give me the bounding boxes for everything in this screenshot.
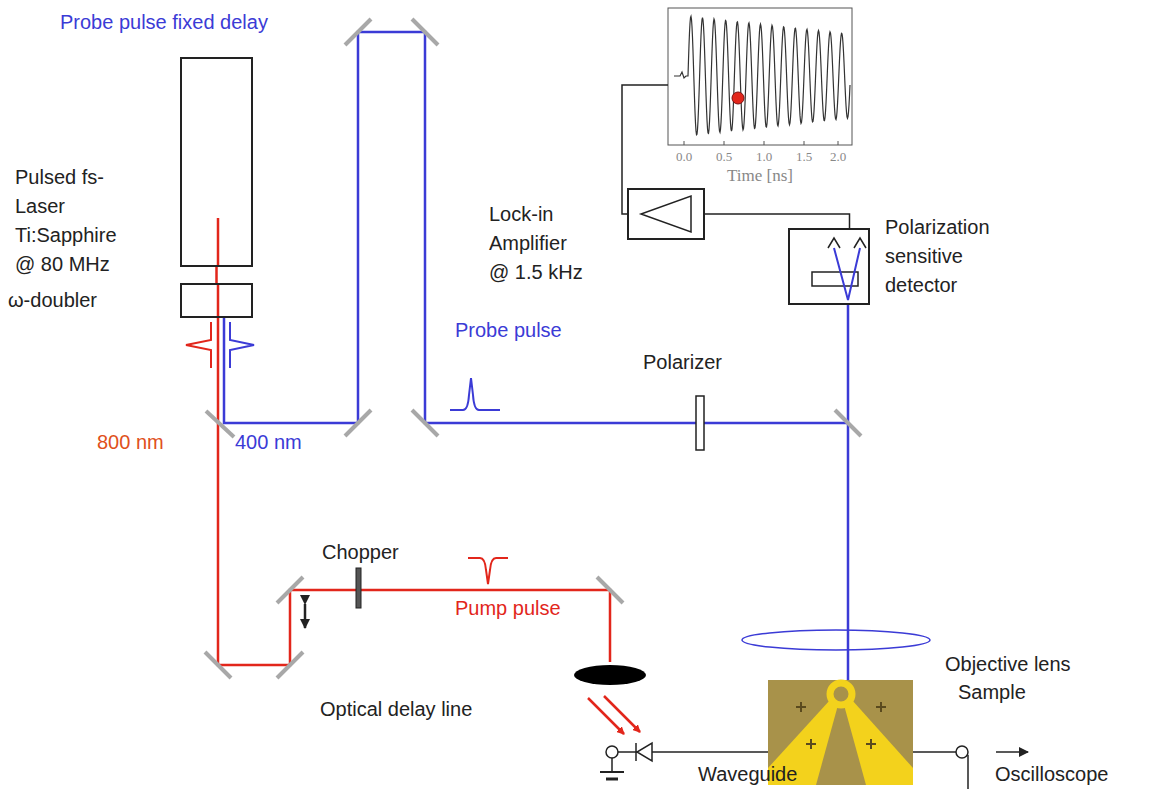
amplifier-triangle [641, 196, 691, 232]
detector-box: Polarization sensitive detector [788, 228, 870, 305]
sample-ring [830, 683, 852, 705]
plot-trace [674, 16, 850, 134]
plot-tick [684, 141, 685, 145]
node-label: Lock-in Amplifier @ 1.5 kHz [489, 200, 587, 287]
battery-wire [611, 758, 613, 772]
node-label: ω-doubler [8, 286, 97, 315]
component-label: Optical delay line [320, 697, 472, 721]
axis-tick-label: 1.5 [796, 149, 812, 165]
plot-marker [732, 92, 744, 104]
blue-beam [847, 305, 850, 682]
pulse-label: Probe pulse [455, 318, 562, 342]
axis-title: Time [ns] [727, 166, 793, 186]
alignment-mark [796, 702, 806, 712]
red-beam [218, 283, 610, 665]
light-arrow [604, 696, 640, 732]
mirror [277, 577, 303, 603]
axis-tick-label: 1.0 [756, 149, 772, 165]
terminal [606, 746, 618, 758]
alignment-mark [876, 702, 886, 712]
battery-symbol [600, 771, 624, 773]
node-label: Polarization sensitive detector [885, 213, 1015, 300]
alignment-mark [866, 739, 876, 749]
axis-tick-label: 0.0 [676, 149, 692, 165]
component-label: Waveguide [698, 762, 797, 786]
amplifier-symbol [629, 190, 703, 238]
terminal [956, 746, 968, 758]
component-label: Chopper [322, 540, 399, 564]
mirror [206, 411, 234, 437]
oscilloscope-wire [967, 755, 969, 789]
plot-frame [668, 8, 852, 145]
sample-pad [844, 700, 913, 785]
axis-tick-label: 2.0 [830, 149, 846, 165]
mirror [412, 19, 438, 45]
component-label: Polarizer [643, 350, 722, 374]
component-label: Objective lens [945, 652, 1071, 676]
beam-path-label: Probe pulse fixed delay [60, 10, 268, 34]
plot-tick [804, 141, 805, 145]
node-label: Pulsed fs-Laser Ti:Sapphire @ 80 MHz [15, 163, 135, 279]
blue-pulse-symbol [230, 322, 254, 368]
alignment-marks [796, 702, 886, 749]
mirror [345, 410, 371, 436]
pump-lens [574, 665, 646, 685]
mirror [835, 410, 861, 436]
probe-pulse-symbol [450, 378, 500, 410]
battery-symbol [606, 778, 618, 781]
photodetector-symbol [828, 238, 866, 248]
wavelength-label: 400 nm [235, 430, 302, 454]
plot-tick [838, 141, 839, 145]
mirror [597, 577, 623, 603]
polarizer [696, 396, 704, 450]
plot-tick [764, 141, 765, 145]
doubler-box: ω-doubler [180, 283, 253, 318]
plot-tick [724, 141, 725, 145]
detector-split [834, 248, 860, 300]
axis-tick-label: 0.5 [716, 149, 732, 165]
photodiode-symbol [637, 743, 652, 761]
red-pulse-symbol [186, 322, 211, 368]
photodiode-symbol [635, 743, 637, 761]
chopper [356, 568, 361, 608]
light-arrow [588, 698, 624, 734]
signal-wire [705, 214, 850, 228]
pump-pulse-symbol [468, 558, 508, 584]
wavelength-label: 800 nm [97, 430, 164, 454]
lock-in-box: Lock-in Amplifier @ 1.5 kHz [627, 188, 705, 240]
mirror [412, 410, 438, 436]
laser-box: Pulsed fs-Laser Ti:Sapphire @ 80 MHz [180, 57, 253, 267]
mirror [345, 19, 371, 45]
alignment-mark [806, 739, 816, 749]
pulse-label: Pump pulse [455, 596, 561, 620]
mirror [277, 652, 303, 678]
oscilloscope-arrow [996, 751, 1028, 753]
component-label: Oscilloscope [995, 762, 1108, 786]
red-beam [217, 218, 220, 267]
component-label: Sample [958, 680, 1026, 704]
delay-arrow [304, 604, 307, 628]
waveguide-wire [913, 751, 956, 753]
laser-beam [215, 267, 218, 283]
plot-ticks [684, 141, 838, 145]
mirror [205, 652, 231, 678]
objective-lens [742, 630, 930, 650]
